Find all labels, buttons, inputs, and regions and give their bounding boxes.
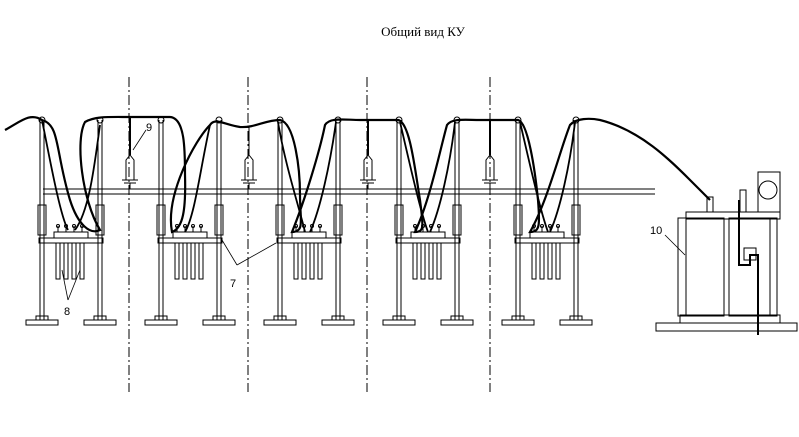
busbar-cable — [4, 115, 711, 234]
insulator — [360, 154, 376, 189]
frame-rails — [43, 188, 655, 195]
module — [263, 116, 355, 326]
cable-loops — [41, 119, 576, 233]
callout-10: 10 — [650, 225, 662, 237]
callouts — [61, 129, 686, 301]
transformer-cabinet — [655, 171, 798, 335]
busbar-droppers — [129, 117, 491, 155]
suspension-insulators — [122, 127, 498, 189]
callout-8: 8 — [64, 306, 70, 318]
module — [144, 116, 236, 326]
insulator — [241, 154, 257, 189]
capacitor-modules — [25, 116, 593, 326]
diagram-title: Общий вид КУ — [381, 24, 465, 39]
module — [501, 116, 593, 326]
callout-7: 7 — [230, 278, 236, 290]
module — [382, 116, 474, 326]
insulator — [482, 154, 498, 189]
insulator — [122, 154, 138, 189]
callout-9: 9 — [146, 122, 152, 134]
module — [25, 116, 117, 326]
axis-lines — [128, 77, 491, 392]
